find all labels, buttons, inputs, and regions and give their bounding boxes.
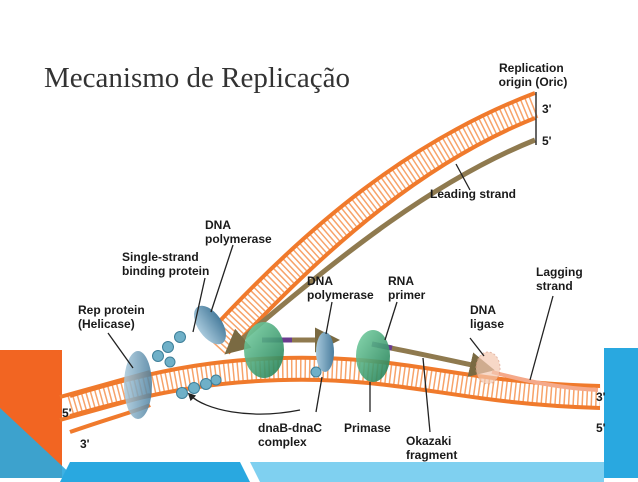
label-primase: Primase — [344, 421, 391, 435]
label-dnab-dnac-complex: dnaB-dnaC complex — [258, 421, 325, 449]
dna-ligase-protein — [475, 351, 501, 385]
label-rep-protein-helicase: Rep protein (Helicase) — [78, 303, 148, 331]
leading-strand-new — [224, 137, 536, 355]
label-dna-polymerase-mid: DNA polymerase — [307, 274, 374, 302]
upper-parental-strand-inner — [226, 116, 536, 355]
lagging-strand-joined — [491, 370, 599, 392]
label-replication-origin: Replication origin (Oric) — [499, 61, 568, 89]
label-dna-polymerase-top: DNA polymerase — [205, 218, 272, 246]
end-top-3prime: 3' — [542, 102, 552, 116]
dna-polymerase-top-protein — [194, 305, 226, 345]
label-dna-ligase: DNA ligase — [470, 303, 504, 331]
end-right-3prime: 3' — [596, 390, 606, 404]
lagging-template-strand — [69, 377, 601, 418]
corner-decoration-bottom — [60, 462, 604, 482]
leading-arm — [203, 91, 540, 355]
label-pointers — [107, 163, 554, 433]
dna-polymerase-lagging-protein — [244, 322, 284, 378]
end-top-5prime: 5' — [542, 134, 552, 148]
dnab-movement-arrow — [187, 392, 301, 415]
end-left-5prime: 5' — [62, 406, 72, 420]
upper-parental-strand-outer — [203, 91, 536, 339]
blue-corner-block — [604, 348, 638, 478]
end-left-3prime: 3' — [80, 437, 90, 451]
label-single-strand-binding-protein: Single-strand binding protein — [122, 250, 209, 278]
label-lagging-strand: Lagging strand — [536, 265, 586, 293]
primase-protein — [356, 330, 390, 382]
dna-polymerase-mid-protein — [316, 332, 334, 372]
slide-title: Mecanismo de Replicação — [44, 62, 350, 94]
label-okazaki-fragment: Okazaki fragment — [406, 434, 457, 462]
blue-corner-triangle — [0, 408, 75, 478]
light-blue-bottom-band — [250, 462, 604, 482]
helicase-protein — [124, 351, 152, 419]
corner-decoration-right — [604, 348, 638, 478]
blue-bottom-band — [60, 462, 250, 482]
label-rna-primer: RNA primer — [388, 274, 426, 302]
end-right-5prime: 5' — [596, 421, 606, 435]
corner-decoration-left — [0, 350, 75, 478]
label-leading-strand: Leading strand — [430, 187, 516, 201]
